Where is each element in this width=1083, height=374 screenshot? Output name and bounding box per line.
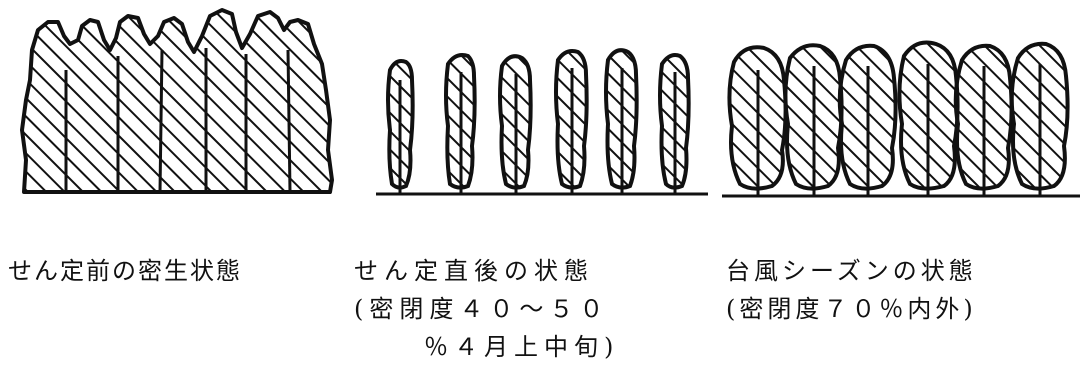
- dense-canopy-before-pruning: [20, 8, 334, 194]
- caption-line: ％４月上中旬): [424, 333, 620, 361]
- grown-tree: [783, 43, 844, 196]
- pruned-tree: [604, 48, 639, 194]
- grown-tree: [1009, 41, 1070, 196]
- pruning-illustration: [20, 8, 1080, 198]
- grown-tree: [897, 40, 960, 196]
- pruned-tree: [554, 49, 589, 194]
- caption-after-pruning: せん定直後の状態 (密閉度４０～５０ ％４月上中旬): [354, 252, 619, 366]
- caption-line: 台風シーズンの状態: [726, 257, 977, 285]
- caption-typhoon-season: 台風シーズンの状態 (密閉度７０％内外): [726, 252, 977, 328]
- caption-line: せん定前の密生状態: [8, 257, 242, 285]
- pruned-rows-after-pruning: [376, 48, 708, 196]
- caption-line: (密閉度４０～５０: [354, 295, 610, 323]
- caption-line: (密閉度７０％内外): [726, 295, 977, 323]
- dense-canopy-mass: [20, 8, 334, 194]
- grown-rows-typhoon-season: [722, 40, 1080, 198]
- pruned-tree: [658, 53, 691, 194]
- caption-before-pruning: せん定前の密生状態: [8, 252, 242, 290]
- grown-tree: [727, 45, 788, 196]
- pruned-tree: [386, 59, 415, 194]
- pruned-tree: [444, 53, 477, 194]
- grown-tree: [953, 43, 1014, 196]
- pruned-tree: [498, 54, 533, 194]
- caption-line: せん定直後の状態: [354, 257, 594, 285]
- grown-tree: [837, 43, 898, 196]
